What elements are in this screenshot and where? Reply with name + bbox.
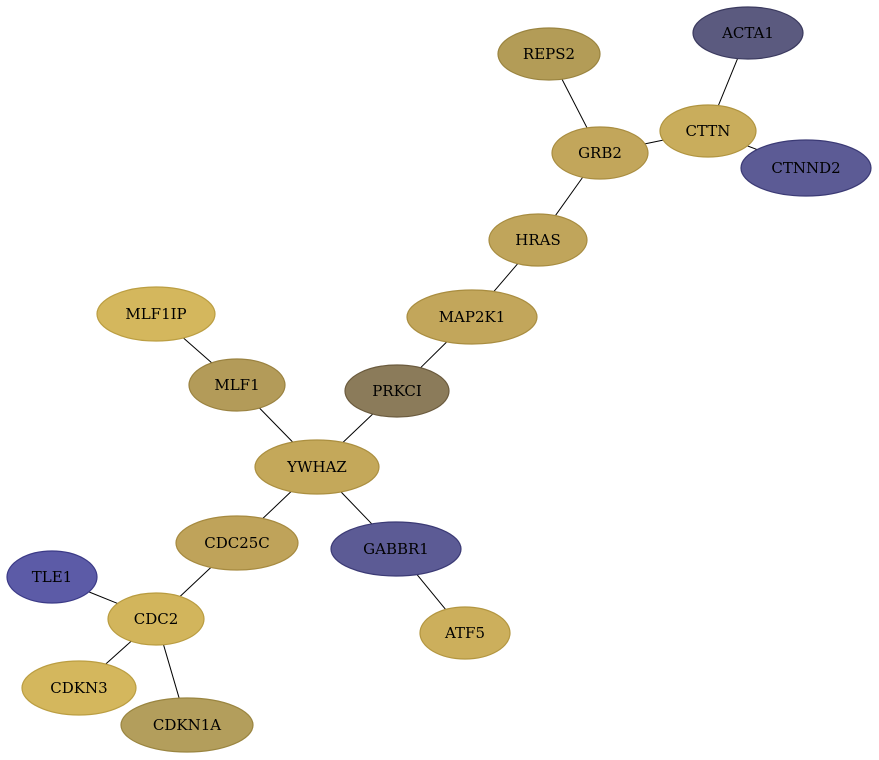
node-shape-cdkn1a <box>120 697 254 753</box>
node-label-reps2: REPS2 <box>523 45 575 63</box>
node-label-ctnnd2: CTNND2 <box>771 159 840 177</box>
edge-ywhaz-gabbr1 <box>340 491 373 525</box>
node-map2k1: MAP2K1 <box>406 289 538 345</box>
node-shape-cttn <box>659 104 757 158</box>
edge-cdc2-cdkn3 <box>105 640 132 665</box>
edge-hras-map2k1 <box>493 263 519 292</box>
node-reps2: REPS2 <box>497 27 601 81</box>
edge-layer <box>88 58 758 699</box>
node-shape-cdkn3 <box>21 660 137 716</box>
node-label-gabbr1: GABBR1 <box>363 540 429 558</box>
node-label-prkci: PRKCI <box>372 382 422 400</box>
edge-mlf1-ywhaz <box>259 407 294 443</box>
node-mlf1ip: MLF1IP <box>96 286 216 342</box>
node-label-cdkn1a: CDKN1A <box>153 716 221 734</box>
edge-ywhaz-cdc25c <box>262 491 292 519</box>
node-shape-reps2 <box>497 27 601 81</box>
node-shape-tle1 <box>6 550 98 604</box>
node-label-atf5: ATF5 <box>444 624 485 642</box>
edge-grb2-hras <box>554 176 584 216</box>
node-shape-ctnnd2 <box>740 139 872 197</box>
edge-reps2-grb2 <box>561 78 588 129</box>
edge-prkci-ywhaz <box>342 413 374 443</box>
node-hras: HRAS <box>488 213 588 267</box>
node-label-tle1: TLE1 <box>32 568 72 586</box>
node-label-acta1: ACTA1 <box>721 24 774 42</box>
node-shape-cdc25c <box>175 515 299 571</box>
node-shape-mlf1 <box>188 358 286 412</box>
node-tle1: TLE1 <box>6 550 98 604</box>
node-shape-prkci <box>344 364 450 418</box>
node-label-mlf1: MLF1 <box>214 376 259 394</box>
node-cdkn1a: CDKN1A <box>120 697 254 753</box>
node-shape-gabbr1 <box>330 521 462 577</box>
node-shape-hras <box>488 213 588 267</box>
node-label-cdc25c: CDC25C <box>204 534 270 552</box>
node-label-cdkn3: CDKN3 <box>50 679 107 697</box>
node-shape-cdc2 <box>107 592 205 646</box>
node-ywhaz: YWHAZ <box>254 439 380 495</box>
node-gabbr1: GABBR1 <box>330 521 462 577</box>
node-label-grb2: GRB2 <box>578 144 622 162</box>
node-shape-acta1 <box>692 6 804 60</box>
node-grb2: GRB2 <box>551 126 649 180</box>
edge-mlf1ip-mlf1 <box>182 337 213 364</box>
node-shape-atf5 <box>419 606 511 660</box>
node-cdkn3: CDKN3 <box>21 660 137 716</box>
edge-cdc25c-cdc2 <box>179 567 212 597</box>
node-mlf1: MLF1 <box>188 358 286 412</box>
node-cdc2: CDC2 <box>107 592 205 646</box>
node-label-map2k1: MAP2K1 <box>439 308 506 326</box>
node-shape-mlf1ip <box>96 286 216 342</box>
edge-cttn-ctnnd2 <box>747 145 758 151</box>
edge-gabbr1-atf5 <box>416 574 447 610</box>
node-label-hras: HRAS <box>515 231 560 249</box>
node-shape-grb2 <box>551 126 649 180</box>
node-prkci: PRKCI <box>344 364 450 418</box>
node-cttn: CTTN <box>659 104 757 158</box>
node-label-cdc2: CDC2 <box>134 610 179 628</box>
node-atf5: ATF5 <box>419 606 511 660</box>
node-shape-map2k1 <box>406 289 538 345</box>
node-cdc25c: CDC25C <box>175 515 299 571</box>
edge-map2k1-prkci <box>420 341 448 369</box>
edge-grb2-cttn <box>644 139 664 145</box>
edge-acta1-cttn <box>717 58 739 106</box>
edge-cdc2-cdkn1a <box>163 644 180 699</box>
node-label-cttn: CTTN <box>686 122 731 140</box>
edge-tle1-cdc2 <box>88 591 118 604</box>
node-ctnnd2: CTNND2 <box>740 139 872 197</box>
node-shape-ywhaz <box>254 439 380 495</box>
node-acta1: ACTA1 <box>692 6 804 60</box>
node-label-mlf1ip: MLF1IP <box>125 305 186 323</box>
node-label-ywhaz: YWHAZ <box>286 458 347 476</box>
